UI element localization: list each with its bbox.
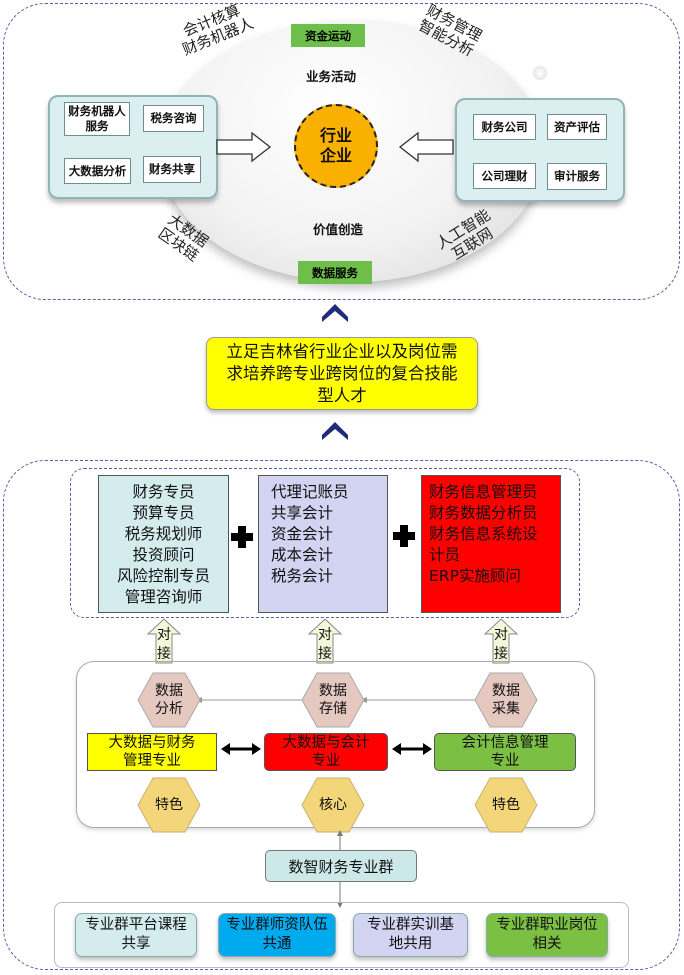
hex-data-analysis-label: 数据 分析 [155, 683, 183, 717]
business-activity-label: 业务活动 [305, 69, 356, 84]
roles-accounting: 代理记账员 共享会计 资金会计 成本会计 税务会计 [258, 475, 388, 613]
industry-enterprise-node: 行业 企业 [294, 104, 378, 188]
right-item-corporate-finance: 公司理财 [473, 163, 536, 189]
hex-feature-right-label: 特色 [492, 797, 520, 813]
left-item-tax-consult: 税务咨询 [143, 105, 204, 132]
right-item-audit-service: 审计服务 [547, 163, 607, 190]
shared-faculty-box: 专业群师资队伍 共通 [218, 913, 336, 957]
hex-core: 核心 [301, 777, 365, 833]
connect-label-1: 对 接 [157, 627, 171, 662]
top-ecosystem-frame [3, 3, 680, 300]
arrow-right-icon [216, 131, 272, 163]
plus-icon-2 [393, 525, 415, 547]
hex-feature-left-label: 特色 [155, 797, 183, 813]
shared-training-box: 专业群实训基 地共用 [353, 913, 468, 957]
bottom-framework-frame [3, 460, 680, 970]
hex-core-label: 核心 [319, 797, 347, 813]
major-bigdata-finance: 大数据与财务 管理专业 [87, 733, 217, 771]
double-arrow-icon-1 [221, 743, 261, 755]
connect-label-3: 对 接 [494, 627, 508, 662]
major-accounting-info: 会计信息管理 专业 [434, 733, 576, 771]
shared-resources-panel [54, 902, 629, 968]
shared-jobs-box: 专业群职业岗位 相关 [486, 913, 608, 957]
talent-goal-box: 立足吉林省行业企业以及岗位需 求培养跨专业跨岗位的复合技能 型人才 [206, 337, 478, 410]
connect-arrow-3 [484, 618, 518, 664]
major-bigdata-accounting: 大数据与会计 专业 [264, 733, 388, 771]
hex-data-collection: 数据 采集 [474, 672, 538, 728]
hex-data-storage: 数据 存储 [301, 672, 365, 728]
plus-icon-1 [231, 526, 253, 548]
chevron-up-icon-2 [322, 422, 348, 440]
professional-group-label: 数智财务专业群 [265, 850, 417, 882]
connect-arrow-2 [308, 618, 342, 664]
highlight-dot [533, 66, 547, 80]
hex-data-collection-label: 数据 采集 [492, 683, 520, 717]
hex-feature-left: 特色 [137, 777, 201, 833]
connect-arrow-1 [147, 618, 181, 664]
roles-info-management: 财务信息管理员 财务数据分析员 财务信息系统设 计员 ERP实施顾问 [421, 475, 561, 613]
left-item-bigdata-analysis: 大数据分析 [64, 158, 131, 184]
tag-data-service: 数据服务 [298, 261, 372, 284]
right-item-asset-evaluation: 资产评估 [547, 114, 607, 140]
hex-data-storage-label: 数据 存储 [319, 683, 347, 717]
shared-course-box: 专业群平台课程 共享 [75, 913, 197, 957]
left-item-robot-service: 财务机器人 服务 [64, 102, 130, 136]
arrow-left-icon [398, 131, 454, 163]
hex-data-analysis: 数据 分析 [137, 672, 201, 728]
connect-label-2: 对 接 [318, 627, 332, 662]
chevron-up-icon [322, 304, 348, 322]
left-item-finance-share: 财务共享 [143, 156, 201, 183]
roles-finance-management: 财务专员 预算专员 税务规划师 投资顾问 风险控制专员 管理咨询师 [98, 475, 229, 613]
hex-feature-right: 特色 [474, 777, 538, 833]
double-arrow-icon-2 [392, 743, 432, 755]
roles-frame [70, 468, 580, 618]
value-creation-label: 价值创造 [312, 222, 363, 237]
right-item-finance-company: 财务公司 [473, 114, 536, 140]
tag-fund-flow: 资金运动 [291, 24, 365, 47]
